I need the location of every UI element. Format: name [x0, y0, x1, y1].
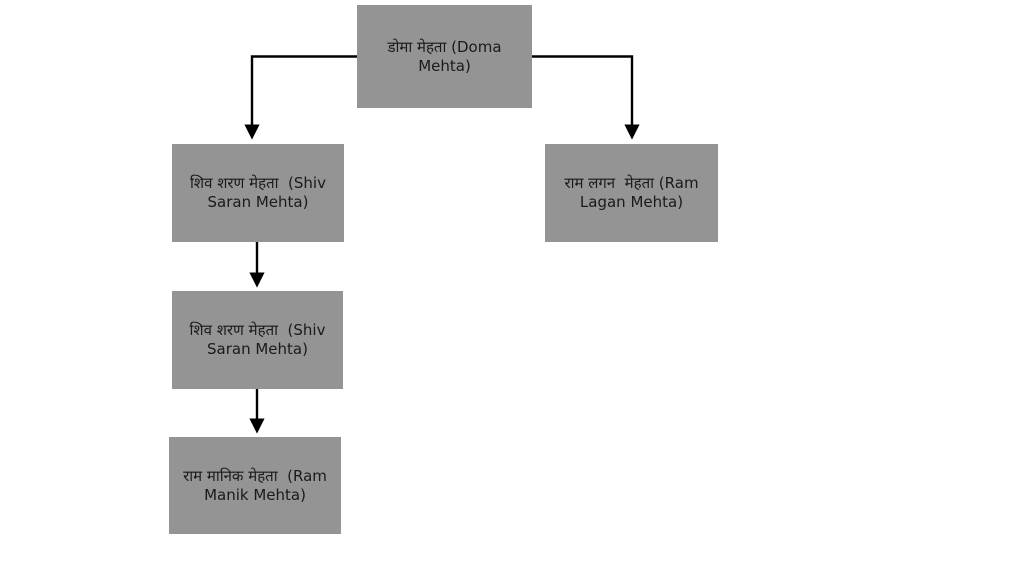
edge-root-to-child1	[244, 55, 357, 140]
tree-node-ram-manik-mehta[interactable]: राम मानिक मेहता (Ram Manik Mehta)	[169, 437, 341, 534]
tree-node-label: शिव शरण मेहता (Shiv Saran Mehta)	[190, 174, 331, 211]
tree-node-label: राम मानिक मेहता (Ram Manik Mehta)	[183, 466, 332, 504]
tree-node-shiv-saran-mehta-gen2[interactable]: शिव शरण मेहता (Shiv Saran Mehta)	[172, 144, 344, 242]
tree-node-label: राम लगन मेहता (Ram Lagan Mehta)	[564, 174, 704, 211]
tree-node-label: डोमा मेहता (Doma Mehta)	[387, 37, 507, 75]
edge-root-to-child2	[532, 55, 640, 140]
tree-node-doma-mehta[interactable]: डोमा मेहता (Doma Mehta)	[357, 5, 532, 108]
tree-node-label: शिव शरण मेहता (Shiv Saran Mehta)	[189, 321, 331, 358]
tree-node-shiv-saran-mehta-gen3[interactable]: शिव शरण मेहता (Shiv Saran Mehta)	[172, 291, 343, 389]
tree-node-ram-lagan-mehta[interactable]: राम लगन मेहता (Ram Lagan Mehta)	[545, 144, 718, 242]
